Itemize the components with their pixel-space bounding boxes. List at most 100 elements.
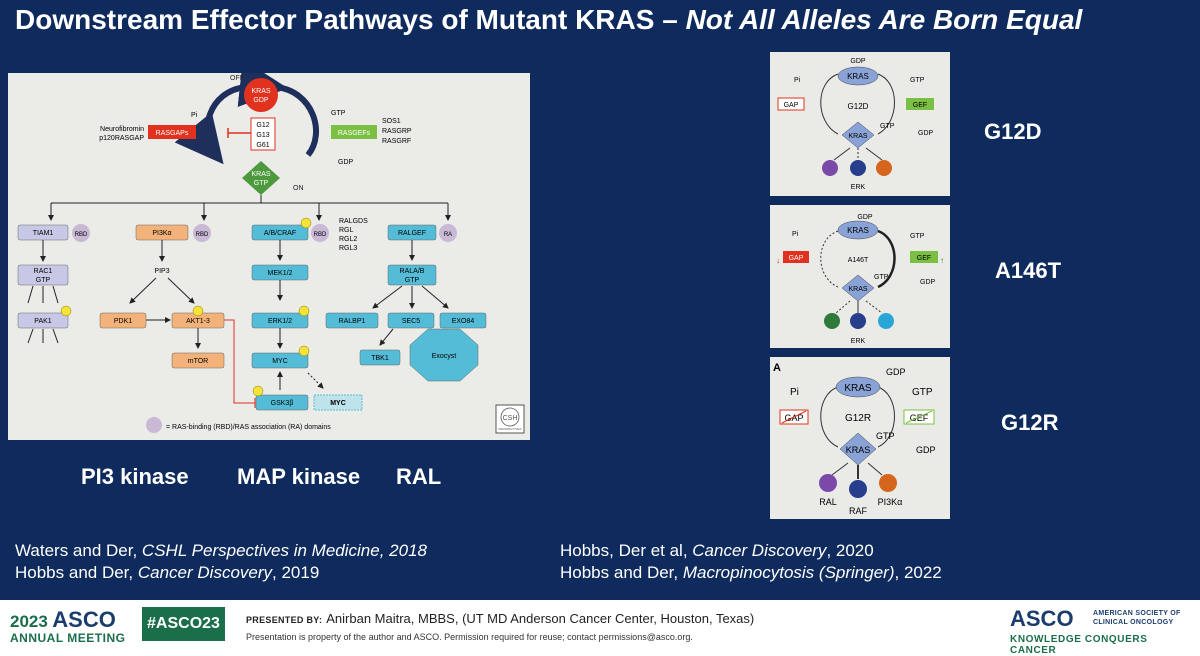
g12d-gap-box: [777, 97, 805, 111]
legend-domain-icon: [146, 417, 162, 433]
ref-right-1-authors: Hobbs, Der et al,: [560, 541, 693, 560]
kras-gtp-label-2: GTP: [254, 180, 269, 187]
reference-right-1: Hobbs, Der et al, Cancer Discovery, 2020: [560, 540, 874, 562]
pi-label: Pi: [191, 112, 198, 119]
g12r-gdp-top: GDP: [886, 367, 906, 377]
ref-left-1-authors: Waters and Der,: [15, 541, 142, 560]
mutation-g61: G61: [256, 142, 269, 149]
g12d-effector-2: [850, 160, 866, 176]
tiam1-label: TIAM1: [33, 230, 54, 237]
g12r-panel-letter: A: [773, 362, 781, 374]
g12d-gtp: GTP: [910, 77, 925, 84]
gsk-label: GSK3β: [271, 400, 294, 407]
pi3ka-label: PI3Kα: [152, 230, 171, 237]
ref-left-2-year: , 2019: [272, 563, 320, 582]
kras-pathway-diagram: OFF ON KRAS GDP G12 G13 G61 KRAS GTP Pi …: [8, 59, 530, 440]
slide-title: Downstream Effector Pathways of Mutant K…: [15, 2, 1195, 38]
a146t-erk-label: ERK: [851, 338, 866, 345]
a146t-kras-label: KRAS: [847, 226, 869, 235]
g12d-effector-3: [876, 160, 892, 176]
a146t-gap-box: [783, 251, 809, 263]
reference-left-2: Hobbs and Der, Cancer Discovery, 2019: [15, 562, 319, 584]
ralbp1-box: [325, 312, 379, 329]
variant-label-a146t: A146T: [995, 258, 1062, 283]
g12d-gef-box: [906, 98, 934, 110]
mek-label: MEK1/2: [268, 270, 293, 277]
kras-gdp-label-2: GDP: [253, 97, 269, 104]
ra-label: RA: [444, 232, 452, 238]
g12r-panel: A GDP KRAS Pi GTP GAP G12R GEF GTP GDP K…: [770, 357, 950, 519]
a146t-inner-label: A146T: [848, 257, 869, 264]
g12d-erk-label: ERK: [851, 184, 866, 191]
p120rasgap-label: p120RASGAP: [99, 135, 144, 142]
title-main: Downstream Effector Pathways of Mutant K…: [15, 4, 686, 35]
a146t-effector-3: [878, 313, 894, 329]
g12d-kras-gtp-label: KRAS: [848, 133, 867, 140]
g12r-ral-label: RAL: [819, 497, 837, 507]
rbd-domain-tiam1: [72, 224, 90, 242]
footer-year: 2023: [10, 612, 48, 631]
g12r-gdp-lower: GDP: [916, 445, 936, 455]
cshl-logo: [495, 404, 525, 434]
g12d-kras-label: KRAS: [847, 72, 869, 81]
pip3-label: PIP3: [154, 268, 169, 275]
g12r-effector-ral: [819, 474, 837, 492]
a146t-effector-1: [824, 313, 840, 329]
ra-domain: [439, 224, 457, 242]
g12d-gap-label: GAP: [784, 102, 799, 109]
rbd-label-tiam1: RBD: [75, 232, 88, 238]
disclaimer: Presentation is property of the author a…: [246, 632, 693, 642]
gdp-label: GDP: [338, 159, 354, 166]
asco-logo-text: ASCO: [1010, 606, 1074, 631]
kras-gdp-label-1: KRAS: [251, 88, 270, 95]
kras-gtp-label-1: KRAS: [251, 171, 270, 178]
a146t-gtp-lower: GTP: [874, 274, 889, 281]
variant-label-g12r: G12R: [1001, 410, 1059, 435]
g12d-effector-1: [822, 160, 838, 176]
rac1-gtp-label: GTP: [36, 277, 51, 284]
rasgaps-box: [148, 125, 196, 139]
mutation-box: [250, 117, 276, 151]
a146t-gdp-top: GDP: [857, 214, 873, 221]
pathway-label-pi3k: PI3 kinase: [81, 464, 189, 489]
rbd-label-pi3k: RBD: [196, 232, 209, 238]
rasgrf-label: RASGRF: [382, 138, 411, 145]
raf-label: A/B/CRAF: [264, 230, 296, 237]
g12r-gtp-lower: GTP: [876, 431, 895, 441]
on-label: ON: [293, 185, 304, 192]
sec5-label: SEC5: [402, 318, 420, 325]
cshl-logo-subtext: PERSPECTIVES: [498, 427, 521, 431]
rgl2-label: RGL2: [339, 236, 357, 243]
a146t-kras-gdp: [837, 220, 879, 240]
ref-right-2-authors: Hobbs and Der,: [560, 563, 683, 582]
g12d-gef-label: GEF: [913, 102, 927, 109]
g12r-pi: Pi: [790, 387, 799, 398]
pathway-svg: OFF ON KRAS GDP G12 G13 G61 KRAS GTP Pi …: [17, 59, 525, 434]
pathway-label-ral: RAL: [396, 464, 442, 489]
g12r-pi3k-label: PI3Kα: [878, 497, 903, 507]
exo84-label: EXO84: [452, 318, 475, 325]
a146t-panel: GDP KRAS Pi GTP ↓ GAP A146T GEF ↑ GTP GD…: [770, 205, 950, 348]
a146t-gap-label: GAP: [789, 255, 804, 262]
mtor-box: [171, 352, 225, 369]
pak1-box: [17, 312, 69, 329]
slide: Downstream Effector Pathways of Mutant K…: [0, 0, 1200, 600]
g12d-panel: KRAS GDP Pi GTP GAP G12D GEF GTP GDP KRA…: [770, 52, 950, 196]
a146t-gdp-lower: GDP: [920, 279, 936, 286]
sos1-label: SOS1: [382, 118, 401, 125]
rac1-box: [17, 264, 69, 286]
g12d-gtp-lower: GTP: [880, 123, 895, 130]
erk-label: ERK1/2: [268, 318, 292, 325]
tbk1-label: TBK1: [371, 355, 389, 362]
reference-right-2: Hobbs and Der, Macropinocytosis (Springe…: [560, 562, 942, 584]
ref-right-2-year: , 2022: [894, 563, 942, 582]
rasgefs-label: RASGEFs: [338, 130, 371, 137]
presenter-name: Anirban Maitra, MBBS, (UT MD Anderson Ca…: [326, 611, 755, 626]
rasgefs-box: [331, 125, 377, 139]
myc-target-label: MYC: [330, 400, 346, 407]
rbd-domain-pi3k: [193, 224, 211, 242]
myc-target-box: [313, 394, 363, 411]
g12r-gtp: GTP: [912, 387, 933, 398]
exo84-box: [439, 312, 487, 329]
ref-right-2-journal: Macropinocytosis (Springer): [682, 563, 895, 582]
